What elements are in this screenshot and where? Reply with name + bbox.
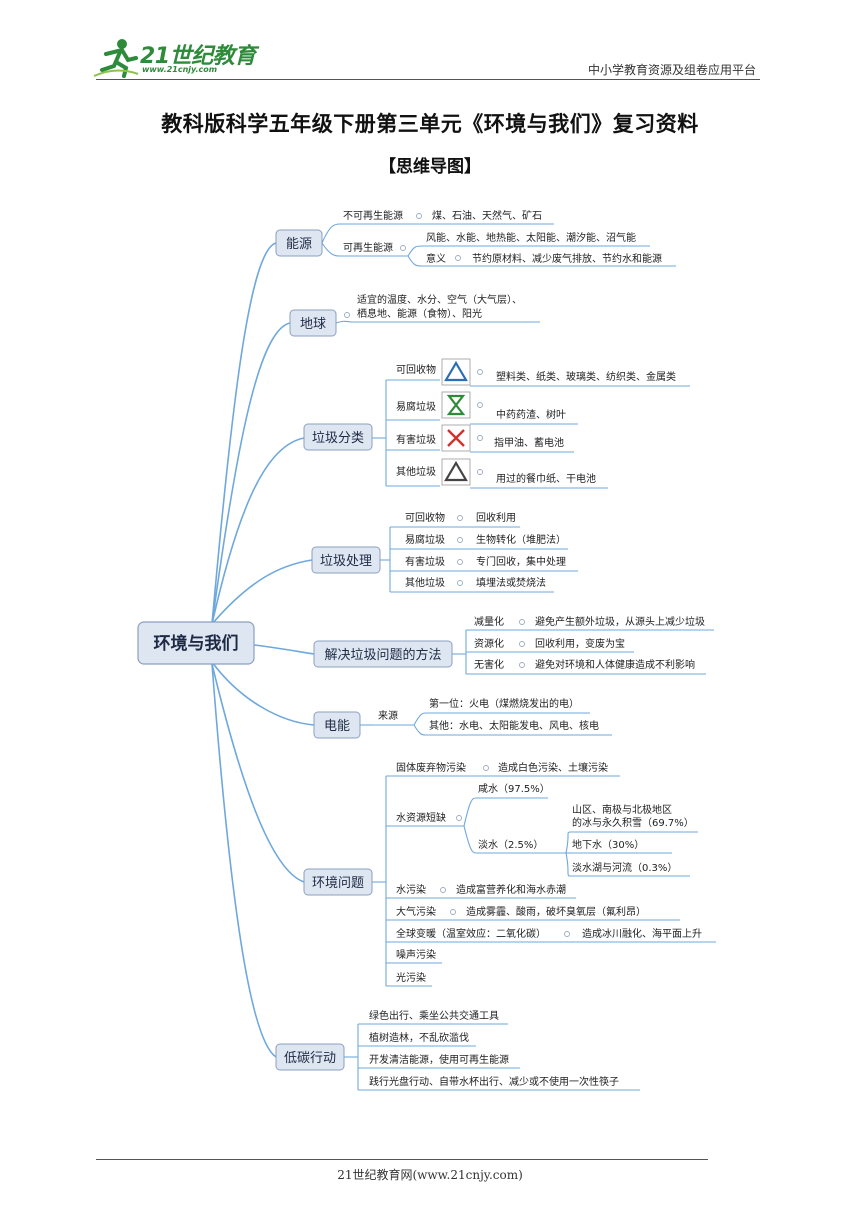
header-platform-text: 中小学教育资源及组卷应用平台 xyxy=(587,63,756,77)
global-warming-label: 全球变暖（温室效应：二氧化碳） xyxy=(396,927,546,940)
site-logo: 21世纪教育 www.21cnjy.com xyxy=(92,36,262,78)
earth-line-1: 适宜的温度、水分、空气（大气层）、 xyxy=(357,293,522,306)
treat-recyclable-label: 可回收物 xyxy=(405,511,445,524)
treatment-node-box xyxy=(311,546,381,574)
earth-node-box xyxy=(289,309,337,337)
lowcarbon-item-2: 植树造林，不乱砍滥伐 xyxy=(369,1031,469,1044)
treat-other-method: 填埋法或焚烧法 xyxy=(476,576,546,589)
renewable-label: 可再生能源 xyxy=(343,241,393,254)
methods-node-box xyxy=(313,640,453,668)
runner-logo-icon xyxy=(93,39,139,78)
sort-hazardous-examples: 指甲油、蓄电池 xyxy=(494,436,564,449)
footer-divider xyxy=(96,1159,708,1160)
sort-hazardous-label: 有害垃圾 xyxy=(396,433,436,446)
header-divider xyxy=(96,79,760,80)
energy-node-label: 能源 xyxy=(286,237,312,252)
light-pollution-label: 光污染 xyxy=(396,971,426,984)
document-title: 教科版科学五年级下册第三单元《环境与我们》复习资料 xyxy=(161,112,699,136)
footer-link[interactable]: 21世纪教育网(www.21cnjy.com) xyxy=(337,1168,523,1182)
nonrenewable-label: 不可再生能源 xyxy=(343,209,403,222)
treat-hazardous-label: 有害垃圾 xyxy=(405,555,445,568)
earth-line-2: 栖息地、能源（食物）、阳光 xyxy=(357,307,482,320)
methods-node-label: 解决垃圾问题的方法 xyxy=(324,647,441,663)
lowcarbon-node-box xyxy=(275,1043,345,1071)
sort-other-examples: 用过的餐巾纸、干电池 xyxy=(496,472,596,485)
sort-perishable-examples: 中药药渣、树叶 xyxy=(496,408,566,421)
sort-recyclable-examples: 塑料类、纸类、玻璃类、纺织类、金属类 xyxy=(496,370,676,383)
treat-recyclable-method: 回收利用 xyxy=(476,511,516,524)
air-pollution-effect: 造成雾霾、酸雨，破坏臭氧层（氟利昂） xyxy=(466,905,646,918)
energy-node-box xyxy=(275,229,323,257)
solid-waste-effect: 造成白色污染、土壤污染 xyxy=(498,761,608,774)
electricity-others: 其他：水电、太阳能发电、风电、核电 xyxy=(429,719,599,732)
fresh-water-label: 淡水（2.5%） xyxy=(478,839,543,851)
meaning-items: 节约原材料、减少废气排放、节约水和能源 xyxy=(472,252,662,265)
problems-node-label: 环境问题 xyxy=(312,876,364,891)
sort-perishable-label: 易腐垃圾 xyxy=(396,400,436,413)
sorting-node-label: 垃圾分类 xyxy=(312,431,364,446)
logo-text: 21世纪教育 xyxy=(140,44,256,69)
water-pollution-effect: 造成富营养化和海水赤潮 xyxy=(456,883,566,896)
method-reduce-label: 减量化 xyxy=(474,615,504,628)
lowcarbon-item-1: 绿色出行、乘坐公共交通工具 xyxy=(369,1009,499,1022)
sort-recyclable-label: 可回收物 xyxy=(396,363,436,376)
nonrenewable-items: 煤、石油、天然气、矿石 xyxy=(432,209,542,222)
meaning-label: 意义 xyxy=(426,252,446,265)
main-connectors xyxy=(211,242,315,1058)
root-node-box xyxy=(137,621,255,665)
renewable-items: 风能、水能、地热能、太阳能、潮汐能、沼气能 xyxy=(426,231,636,244)
recyclable-icon xyxy=(441,358,471,386)
ice-line-1: 山区、南极与北极地区 xyxy=(572,803,672,816)
treatment-node-label: 垃圾处理 xyxy=(320,554,372,569)
link-markers xyxy=(344,213,570,937)
water-shortage-label: 水资源短缺 xyxy=(396,811,446,824)
solid-waste-label: 固体废弃物污染 xyxy=(396,761,466,774)
method-resource-label: 资源化 xyxy=(474,637,504,650)
treat-other-label: 其他垃圾 xyxy=(405,576,445,589)
noise-pollution-label: 噪声污染 xyxy=(396,948,436,961)
water-pollution-label: 水污染 xyxy=(396,883,426,896)
sorting-node-box xyxy=(303,423,373,451)
treat-perishable-method: 生物转化（堆肥法） xyxy=(476,533,566,546)
sort-other-label: 其他垃圾 xyxy=(396,465,436,478)
lowcarbon-item-3: 开发清洁能源，使用可再生能源 xyxy=(369,1053,509,1066)
earth-node-label: 地球 xyxy=(300,317,326,332)
other-waste-icon xyxy=(441,458,471,486)
root-node-label: 环境与我们 xyxy=(154,633,239,654)
problems-node-box xyxy=(303,868,373,896)
method-resource-desc: 回收利用，变废为宝 xyxy=(535,637,625,650)
treat-hazardous-method: 专门回收，集中处理 xyxy=(476,555,566,568)
method-harmless-desc: 避免对环境和人体健康造成不利影响 xyxy=(535,658,695,671)
lakes-rivers-label: 淡水湖与河流（0.3%） xyxy=(572,861,677,874)
perishable-icon xyxy=(441,391,471,419)
electricity-source-label: 来源 xyxy=(378,709,398,722)
lowcarbon-item-4: 践行光盘行动、自带水杯出行、减少或不使用一次性筷子 xyxy=(369,1075,619,1088)
salt-water-label: 咸水（97.5%） xyxy=(478,783,550,795)
electricity-first: 第一位：火电（煤燃烧发出的电） xyxy=(429,697,579,710)
logo-url: www.21cnjy.com xyxy=(142,65,218,74)
lowcarbon-node-label: 低碳行动 xyxy=(284,1051,336,1066)
method-harmless-label: 无害化 xyxy=(474,658,504,671)
treat-perishable-label: 易腐垃圾 xyxy=(405,533,445,546)
section-title: 【思维导图】 xyxy=(379,157,481,177)
electricity-node-box xyxy=(313,711,361,739)
sub-connectors xyxy=(321,223,716,1091)
ice-line-2: 的冰与永久积雪（69.7%） xyxy=(572,816,694,829)
electricity-node-label: 电能 xyxy=(324,719,350,734)
global-warming-effect: 造成冰川融化、海平面上升 xyxy=(582,927,702,940)
method-reduce-desc: 避免产生额外垃圾，从源头上减少垃圾 xyxy=(535,615,705,628)
groundwater-label: 地下水（30%） xyxy=(572,838,644,851)
hazardous-icon xyxy=(441,424,471,452)
air-pollution-label: 大气污染 xyxy=(396,905,436,918)
